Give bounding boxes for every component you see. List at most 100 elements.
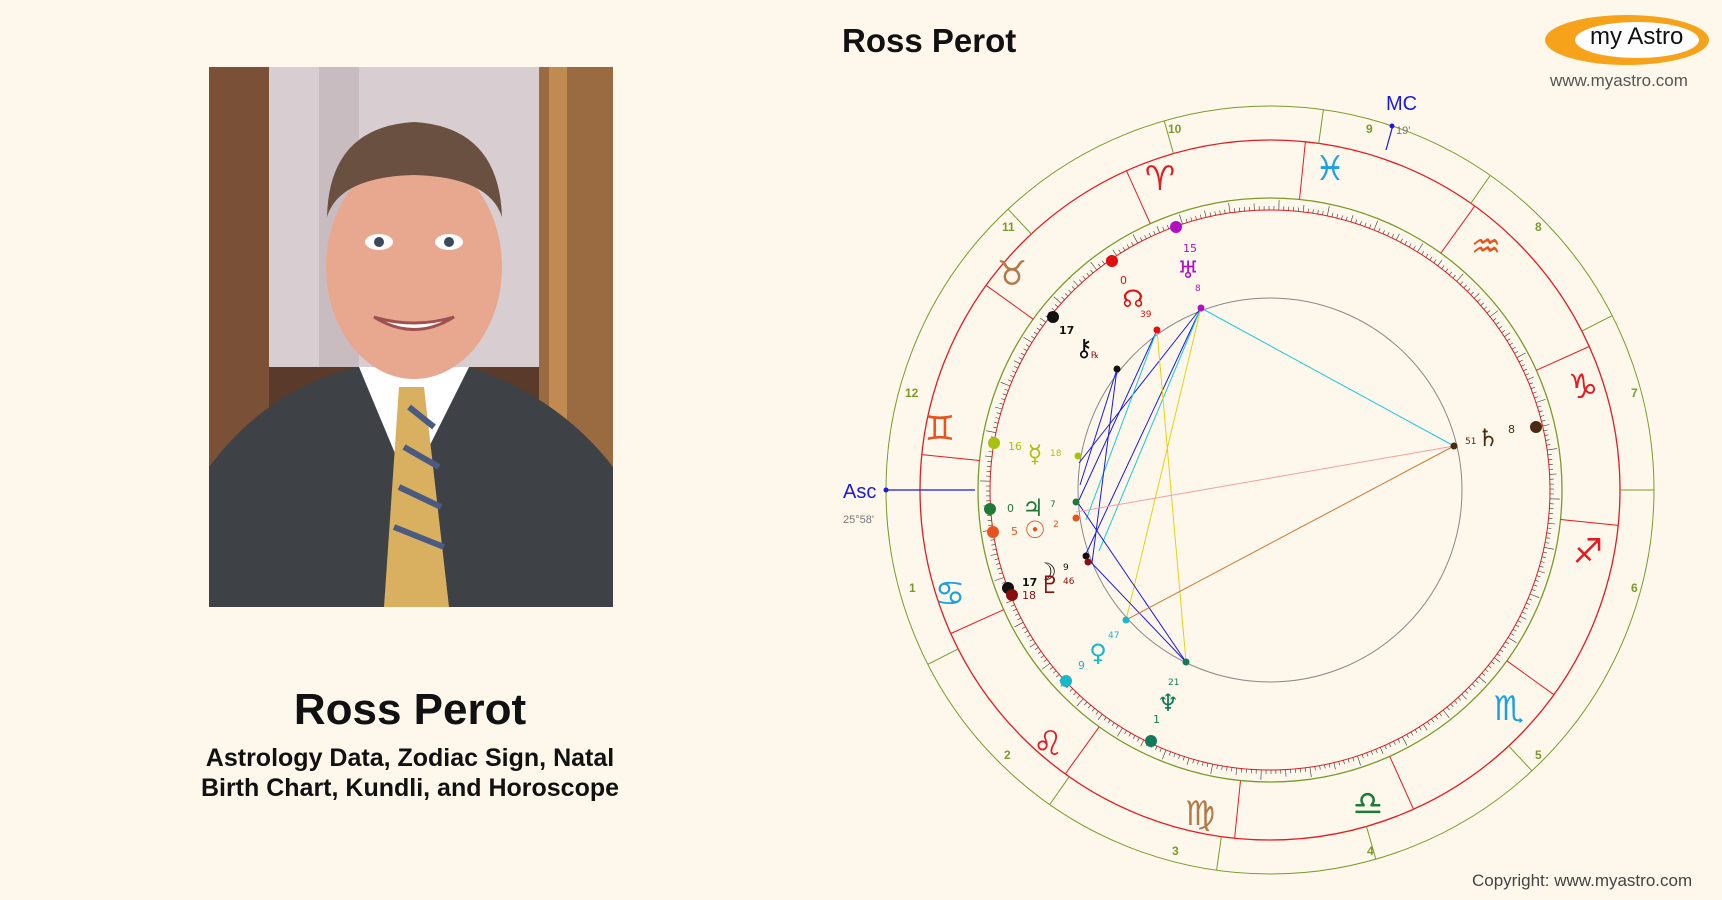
degree-tick [1087,704,1092,709]
mercury-marker [988,437,1000,449]
degree-tick [1378,228,1381,233]
person-name: Ross Perot [293,685,527,734]
pluto-marker [1006,589,1018,601]
degree-tick [1547,527,1552,529]
degree-tick [1359,221,1362,225]
copyright-text: Copyright: www.myastro.com [1472,871,1693,890]
degree-ticks [980,200,1560,780]
house-cusp [1163,120,1174,154]
mercury-point [1074,452,1082,460]
zodiac-signs: ♈ ♓ ♒ ♑ ♐ ♏ ♎ ♍ ♌ ♋ ♊ ♉ [925,149,1603,834]
aspect-line [1091,368,1118,564]
degree-tick [992,548,997,551]
mercury-degree: 16 [1008,440,1022,453]
degree-tick [1454,700,1458,704]
degree-tick [1078,279,1083,283]
degree-tick [1375,749,1378,754]
uranus-icon: ♅ [1177,256,1199,284]
planet-markers [984,221,1542,747]
degree-tick [1350,215,1354,223]
jupiter-icon: ♃ [1022,494,1044,522]
sign-boundary [1560,519,1619,526]
moon-point [1082,552,1090,560]
degree-tick [995,406,1003,410]
degree-tick [1341,215,1343,220]
degree-tick [1086,272,1090,277]
site-url[interactable]: www.myastro.com [1550,71,1688,90]
degree-tick [1210,764,1213,774]
degree-tick [1122,246,1126,251]
house-cusp [1508,745,1533,772]
degree-tick [1423,724,1428,731]
degree-tick [1043,659,1048,662]
degree-tick [1029,643,1036,648]
degree-tick [1523,368,1528,372]
degree-tick [1021,626,1026,629]
planet-labels: 15 ♅ 8 0 ☊ 39 17 ⚷ ℞ 16 ☿ 18 0 ♃ 7 5 ☉ 2… [1007,242,1515,726]
degree-tick [1090,269,1094,274]
degree-tick [1052,670,1057,674]
aspect-line [1078,307,1202,464]
degree-tick [1492,318,1497,321]
degree-tick [1452,274,1456,279]
degree-tick [1468,687,1472,691]
degree-tick [1388,743,1392,748]
degree-tick [1537,570,1545,574]
degree-tick [1195,215,1197,220]
uranus-degree: 15 [1183,242,1197,255]
degree-tick [1382,230,1385,234]
moon-degree: 17 [1022,576,1037,589]
sign-boundary [1440,205,1476,254]
degree-tick [1084,701,1088,706]
degree-tick [1393,741,1396,745]
degree-tick [1536,575,1541,578]
degree-tick [1033,331,1038,335]
degree-tick [988,451,993,453]
degree-tick [1024,630,1029,634]
degree-tick [1417,243,1424,253]
chart-title: Ross Perot [842,22,1017,59]
sign-boundary [1064,726,1100,775]
degree-tick [1511,346,1516,350]
degree-tick [1480,302,1484,306]
degree-tick [1076,698,1084,707]
degree-tick [1124,730,1127,735]
degree-tick [1018,357,1023,360]
saturn-marker [1530,421,1542,433]
zodiac-ring-outer [919,139,1621,841]
degree-tick [1538,410,1543,413]
degree-tick [999,402,1004,405]
chiron-icon: ⚷ [1075,334,1093,362]
asc-label: Asc [843,481,876,503]
degree-tick [1347,758,1350,763]
degree-tick [1041,662,1051,670]
degree-tick [1509,342,1514,346]
degree-tick [1516,352,1526,358]
degree-tick [1429,256,1433,261]
degree-tick [987,519,992,521]
uranus-minutes: 8 [1195,284,1201,294]
degree-tick [1186,757,1190,765]
myastro-logo[interactable] [1542,12,1712,68]
degree-tick [1545,537,1550,539]
degree-tick [1467,288,1471,292]
degree-tick [1162,749,1167,760]
degree-tick [1547,522,1556,525]
degree-tick [1529,593,1540,598]
degree-tick [1459,281,1464,285]
saturn-minutes: 51 [1465,437,1476,447]
degree-tick [1352,757,1355,762]
venus-marker [1060,675,1072,687]
degree-tick [1464,690,1469,694]
degree-tick [1481,672,1486,676]
degree-tick [1521,364,1525,367]
neptune-marker [1145,735,1157,747]
degree-tick [1384,745,1387,750]
degree-tick [1111,722,1115,727]
degree-tick [1039,323,1044,327]
degree-tick [1314,766,1316,771]
degree-tick [1037,651,1042,654]
degree-tick [1355,219,1358,224]
house-number-5: 5 [1535,748,1542,762]
